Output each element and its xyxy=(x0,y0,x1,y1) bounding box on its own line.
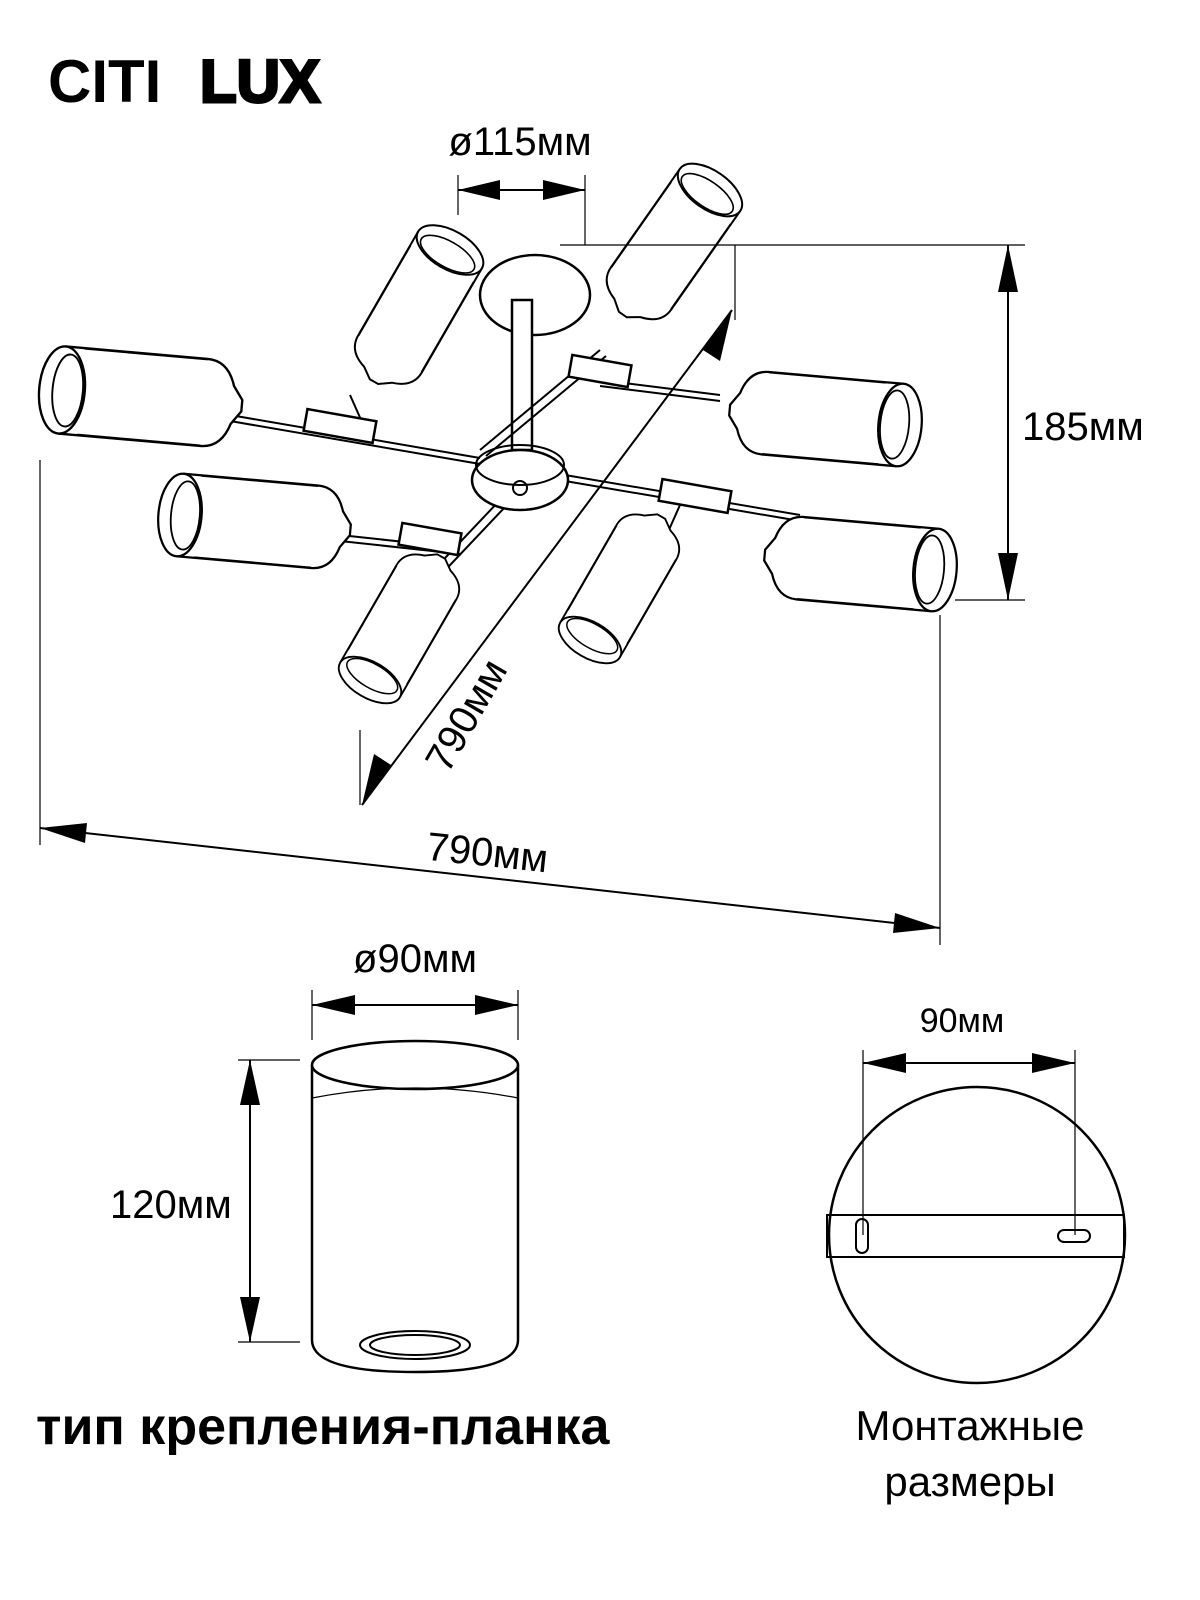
mount-type-caption: тип крепления-планка xyxy=(36,1398,611,1456)
mounting-caption-line2: размеры xyxy=(884,1458,1055,1505)
shade-right-top xyxy=(724,367,927,470)
shade-left-top xyxy=(34,343,247,451)
shade-top-right xyxy=(591,152,753,337)
mounting-slot-right xyxy=(1057,1229,1091,1243)
canopy-diameter-label: ø115мм xyxy=(448,120,591,164)
dim-shade-diameter: ø90мм xyxy=(311,937,519,1040)
brand-logo: CITI LUX xyxy=(48,47,322,117)
canopy xyxy=(478,253,592,337)
dim-mounting-spacing: 90мм xyxy=(862,1002,1076,1235)
shade-right-bottom xyxy=(759,512,962,615)
dim-height: 185мм xyxy=(560,244,1144,601)
diagonal-label: 790мм xyxy=(417,652,516,779)
chandelier-drawing xyxy=(34,152,962,714)
dim-shade-height: 120мм xyxy=(110,1059,300,1343)
mounting-spacing-label: 90мм xyxy=(920,1002,1005,1040)
shade-detail xyxy=(310,1039,520,1374)
brand-logo-part1: CITI xyxy=(48,48,161,115)
dim-canopy-diameter: ø115мм xyxy=(448,120,592,245)
shade-top-left xyxy=(341,213,493,402)
shade-height-label: 120мм xyxy=(110,1183,232,1227)
shade-left-bottom xyxy=(153,470,356,573)
mounting-slot-left xyxy=(855,1218,869,1254)
mounting-plate xyxy=(826,1085,1127,1385)
mounting-caption-line1: Монтажные xyxy=(856,1402,1085,1449)
shade-diameter-label: ø90мм xyxy=(353,937,477,981)
height-label: 185мм xyxy=(1022,405,1144,449)
brand-logo-part2: LUX xyxy=(200,48,320,115)
